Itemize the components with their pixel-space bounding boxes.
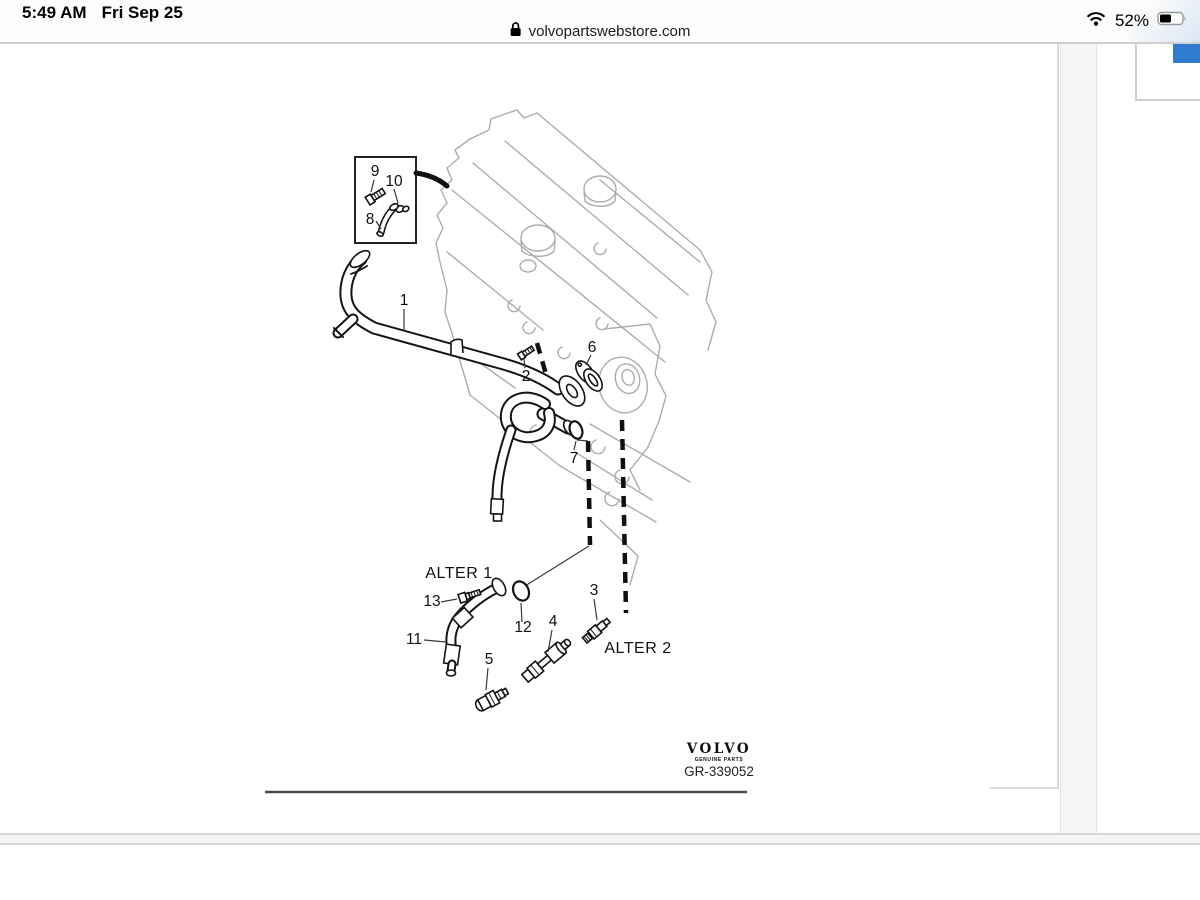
lock-icon bbox=[510, 21, 522, 42]
outer-scrollbar-panel bbox=[1135, 44, 1200, 101]
callout-9: 9 bbox=[371, 163, 380, 180]
callout-1: 1 bbox=[400, 292, 409, 309]
callout-4: 4 bbox=[549, 613, 558, 630]
inner-scrollbar-track[interactable] bbox=[1060, 44, 1097, 834]
bottom-page-strip bbox=[0, 833, 1200, 845]
alter2-label: ALTER 2 bbox=[604, 640, 671, 657]
inset-box bbox=[354, 156, 450, 244]
leader-to-part-12 bbox=[524, 545, 590, 587]
genuine-parts-label: GENUINE PARTS bbox=[695, 757, 744, 763]
drawing-number: GR-339052 bbox=[684, 764, 754, 779]
url-label: volvopartswebstore.com bbox=[528, 23, 691, 40]
status-bar: 5:49 AM Fri Sep 25 52% bbox=[0, 0, 1200, 44]
clock-area: 5:49 AM Fri Sep 25 bbox=[22, 3, 183, 23]
address-bar[interactable]: volvopartswebstore.com bbox=[510, 21, 691, 42]
battery-percent-label: 52% bbox=[1114, 11, 1149, 30]
callout-13: 13 bbox=[423, 593, 440, 610]
frame-bottom-border bbox=[990, 787, 1059, 789]
leader-lines bbox=[370, 179, 598, 691]
callout-2: 2 bbox=[522, 368, 531, 385]
callout-3: 3 bbox=[590, 582, 599, 599]
alter1-parts bbox=[442, 577, 531, 677]
callout-11: 11 bbox=[406, 631, 422, 648]
engine-outline bbox=[435, 109, 717, 586]
callout-6: 6 bbox=[588, 339, 597, 356]
inset-pointer bbox=[413, 170, 450, 189]
callout-5: 5 bbox=[485, 651, 494, 668]
frame-right-border bbox=[1057, 44, 1059, 788]
status-right-cluster: 52% bbox=[1085, 0, 1188, 42]
callout-10: 10 bbox=[385, 173, 403, 190]
wifi-icon bbox=[1085, 10, 1107, 32]
date-label: Fri Sep 25 bbox=[101, 3, 183, 22]
volvo-logo: VOLVO bbox=[686, 741, 751, 757]
callout-12: 12 bbox=[514, 619, 531, 636]
alter1-label: ALTER 1 bbox=[425, 565, 492, 582]
time-label: 5:49 AM bbox=[22, 3, 87, 22]
callout-8: 8 bbox=[366, 211, 375, 228]
scroll-thumb[interactable] bbox=[1173, 44, 1200, 63]
alter2-parts bbox=[474, 617, 612, 712]
coolant-pipe-assembly bbox=[332, 249, 603, 522]
battery-icon bbox=[1157, 11, 1188, 31]
callout-7: 7 bbox=[570, 450, 579, 467]
